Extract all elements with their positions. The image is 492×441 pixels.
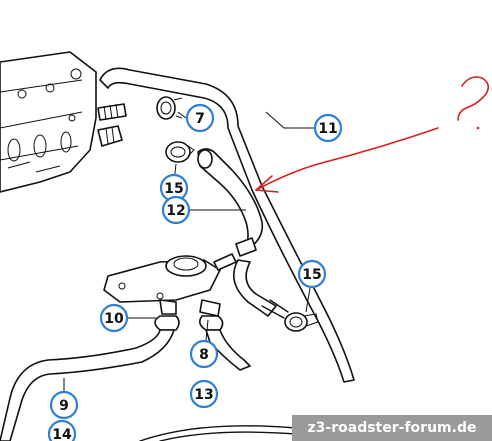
clamp-15-lower xyxy=(284,312,319,332)
callout-14: 14 xyxy=(47,419,77,441)
cylinder-head xyxy=(0,51,97,193)
watermark: z3-roadster-forum.de xyxy=(292,415,492,441)
callout-12: 12 xyxy=(161,195,191,225)
leader-lines xyxy=(63,111,314,409)
callout-11: 11 xyxy=(313,113,343,143)
watermark-text: z3-roadster-forum.de xyxy=(307,420,477,436)
callout-9: 9 xyxy=(49,390,79,420)
callout-label-12: 12 xyxy=(166,203,185,219)
callout-label-7: 7 xyxy=(195,111,205,127)
callout-13: 13 xyxy=(189,379,219,409)
thermostat-housing xyxy=(103,253,237,303)
callout-label-8: 8 xyxy=(199,347,209,363)
callout-15-upper: 15 xyxy=(159,173,189,203)
red-annotation xyxy=(255,76,490,193)
hose-lower-right xyxy=(232,259,289,319)
callout-label-9: 9 xyxy=(59,398,69,414)
callout-label-13: 13 xyxy=(194,387,213,403)
callout-7: 7 xyxy=(185,103,215,133)
callout-label-14: 14 xyxy=(52,427,72,441)
callout-15-lower: 15 xyxy=(297,259,327,289)
clamp-15-upper xyxy=(165,141,195,163)
hose-11 xyxy=(99,67,355,383)
hose-14 xyxy=(139,425,297,441)
callout-label-15-lower: 15 xyxy=(302,267,321,283)
clamp-7 xyxy=(156,96,183,120)
hose-12 xyxy=(197,148,264,257)
hose-9 xyxy=(0,329,175,441)
callout-label-15-upper: 15 xyxy=(164,181,183,197)
callout-10: 10 xyxy=(99,303,129,333)
nipples xyxy=(154,299,224,331)
callout-label-11: 11 xyxy=(318,121,337,137)
callout-label-10: 10 xyxy=(104,311,124,327)
callout-8: 8 xyxy=(189,339,219,369)
coolant-stubs xyxy=(97,103,127,147)
